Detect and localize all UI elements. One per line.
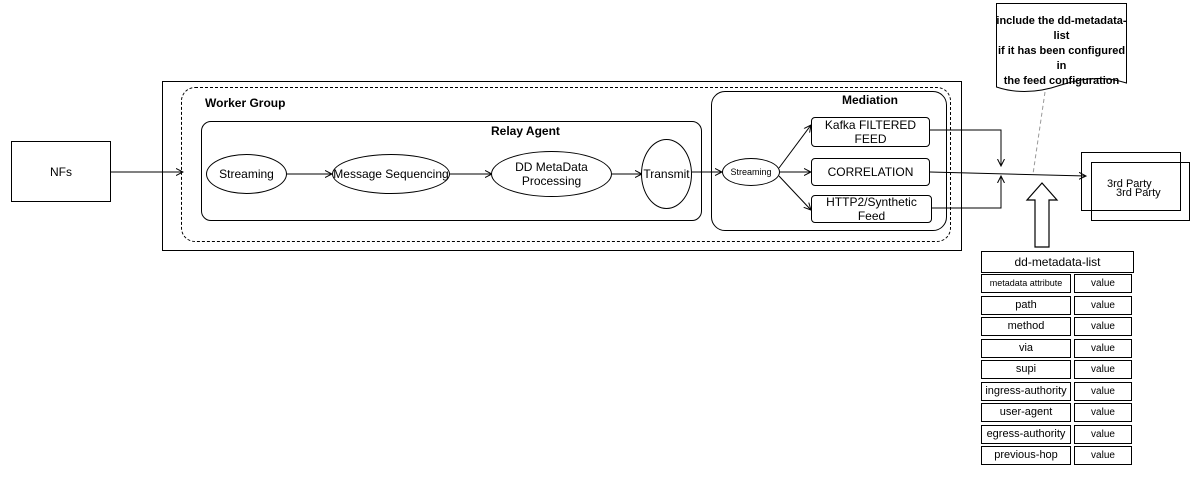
- http2-label-2: Feed: [857, 209, 886, 223]
- metadata-attribute-cell: ingress-authority: [981, 382, 1071, 401]
- kafka-filtered-feed-box: Kafka FILTERED FEED: [811, 117, 930, 147]
- nfs-label: NFs: [50, 164, 72, 179]
- transmit-label: Transmit: [643, 167, 690, 181]
- dd-metadata-label-2: Processing: [521, 174, 582, 188]
- metadata-attribute-cell: path: [981, 296, 1071, 315]
- metadata-value-cell: value: [1074, 425, 1132, 444]
- metadata-value-cell: value: [1074, 296, 1132, 315]
- metadata-attribute-cell: egress-authority: [981, 425, 1071, 444]
- third-party-front-label: 3rd Party: [1107, 178, 1152, 190]
- third-party-front-box: [1081, 152, 1181, 211]
- relay-streaming-node: Streaming: [206, 154, 287, 194]
- metadata-up-arrow: [1025, 182, 1059, 248]
- note-line-1: include the dd-metadata-list: [996, 15, 1127, 42]
- metadata-attribute-cell: method: [981, 317, 1071, 336]
- relay-agent-box: [201, 121, 702, 221]
- metadata-value-cell: value: [1074, 274, 1132, 293]
- kafka-label-2: FEED: [854, 132, 887, 146]
- metadata-value-cell: value: [1074, 360, 1132, 379]
- metadata-attribute-cell: metadata attribute: [981, 274, 1071, 293]
- metadata-value-cell: value: [1074, 382, 1132, 401]
- note-line-2: if it has been configured in: [997, 45, 1126, 72]
- correlation-box: CORRELATION: [811, 158, 930, 186]
- http2-label-1: HTTP2/Synthetic: [826, 195, 917, 209]
- metadata-attribute-cell: supi: [981, 360, 1071, 379]
- note-text: include the dd-metadata-list if it has b…: [996, 14, 1127, 89]
- nfs-box: NFs: [11, 141, 111, 202]
- metadata-value-cell: value: [1074, 403, 1132, 422]
- metadata-attribute-cell: previous-hop: [981, 446, 1071, 465]
- kafka-label-1: Kafka FILTERED: [824, 118, 917, 132]
- note-line-3: the feed configuration: [1003, 75, 1120, 87]
- relay-agent-title: Relay Agent: [491, 124, 560, 138]
- arrow-to-http2: [778, 175, 811, 210]
- dd-metadata-processing-node: DD MetaData Processing: [491, 151, 612, 197]
- line-http2-out: [932, 176, 1001, 209]
- metadata-value-cell: value: [1074, 339, 1132, 358]
- worker-group-outer: [162, 81, 962, 251]
- metadata-attribute-cell: user-agent: [981, 403, 1071, 422]
- arrow-to-third-party: [929, 171, 1086, 176]
- correlation-label: CORRELATION: [827, 165, 914, 179]
- worker-group-dashed: [181, 87, 951, 242]
- transmit-node: Transmit: [641, 139, 692, 209]
- arrow-to-kafka: [778, 125, 811, 169]
- mediation-title: Mediation: [842, 93, 898, 107]
- worker-group-title: Worker Group: [205, 96, 286, 110]
- third-party-back-box: [1091, 162, 1190, 221]
- dd-metadata-label-1: DD MetaData: [515, 160, 588, 174]
- message-sequencing-label: Message Sequencing: [333, 167, 449, 181]
- third-party-back-label: 3rd Party: [1116, 187, 1161, 199]
- metadata-value-cell: value: [1074, 317, 1132, 336]
- metadata-table-title-label: dd-metadata-list: [1014, 254, 1101, 269]
- message-sequencing-node: Message Sequencing: [332, 154, 450, 194]
- relay-streaming-label: Streaming: [219, 167, 274, 181]
- mediation-box: [711, 91, 947, 231]
- metadata-value-cell: value: [1074, 446, 1132, 465]
- http2-synthetic-feed-box: HTTP2/Synthetic Feed: [811, 195, 932, 223]
- metadata-table: dd-metadata-list: [981, 251, 1134, 273]
- metadata-attribute-cell: via: [981, 339, 1071, 358]
- note-shape: [996, 3, 1127, 93]
- line-kafka-out: [930, 129, 1001, 166]
- mediation-streaming-label: Streaming: [730, 166, 772, 177]
- metadata-table-title: dd-metadata-list: [981, 251, 1134, 273]
- mediation-streaming-node: Streaming: [722, 158, 780, 186]
- note-connector: [1032, 91, 1046, 175]
